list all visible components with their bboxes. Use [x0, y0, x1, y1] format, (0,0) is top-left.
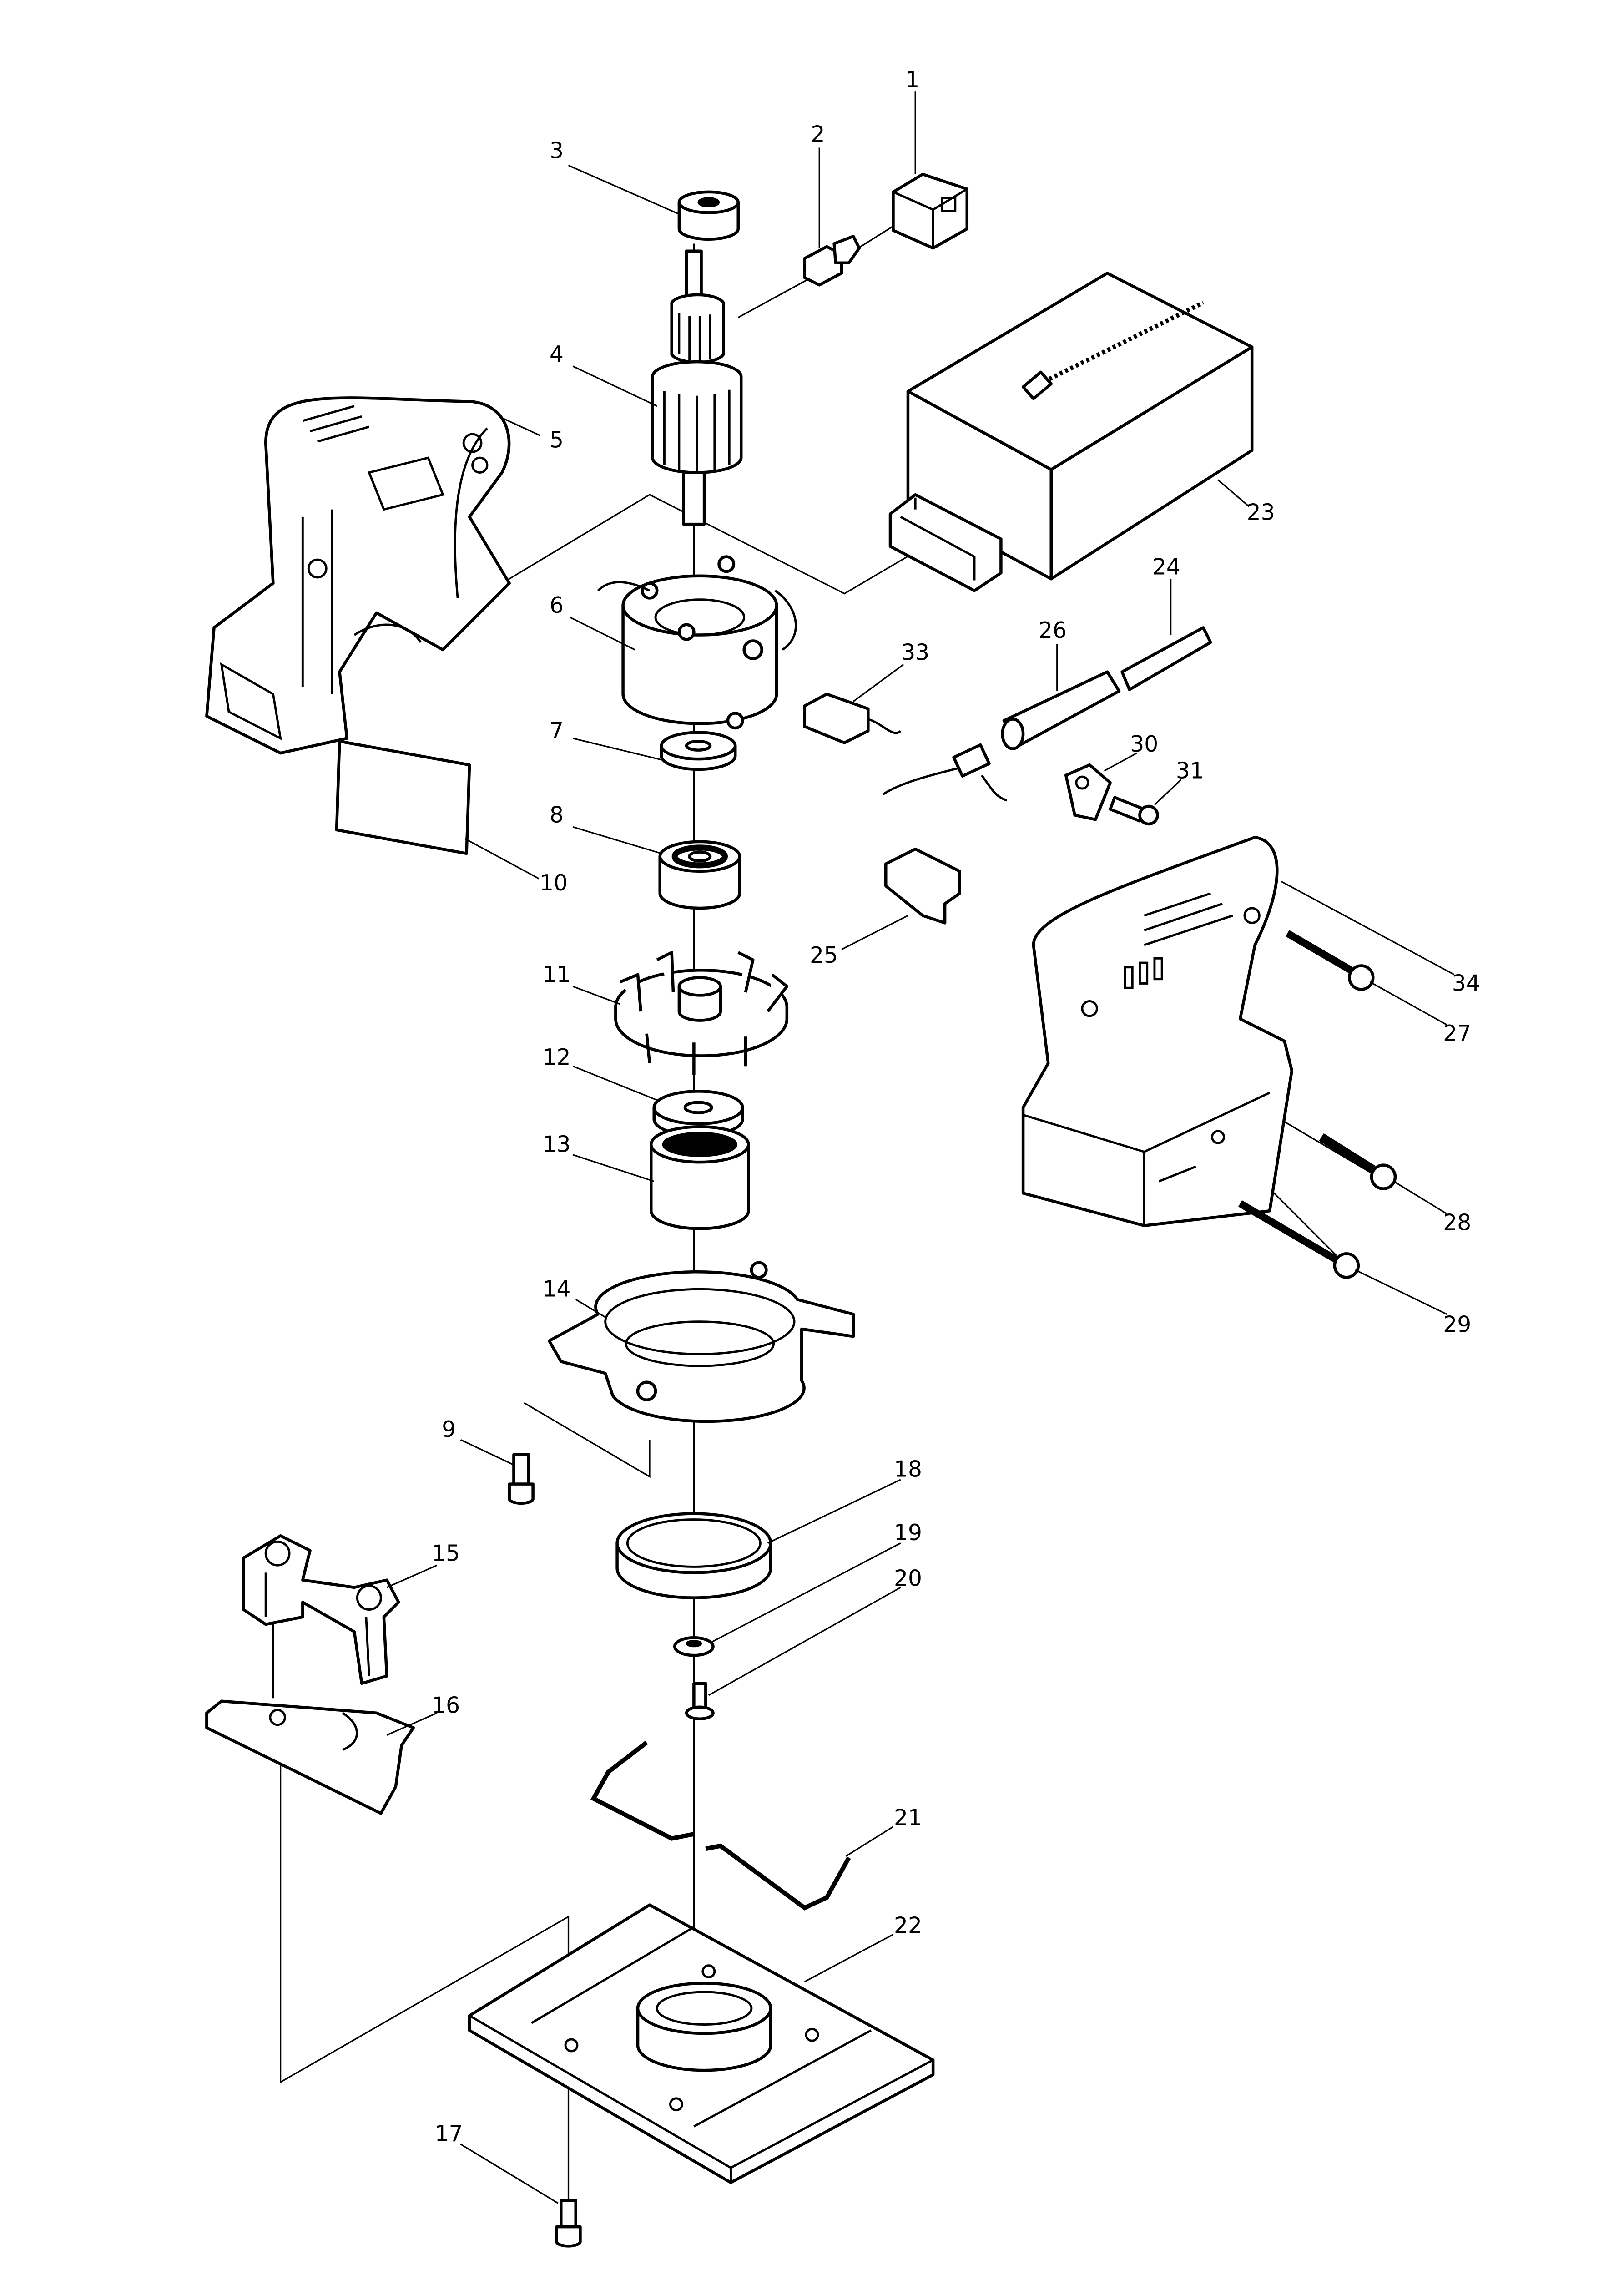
part-15-bracket: [242, 1534, 400, 1685]
callout-leaders: [386, 91, 1455, 2204]
callout-6: 6: [550, 593, 564, 618]
callout-19: 19: [894, 1520, 922, 1546]
callout-13: 13: [543, 1132, 571, 1157]
callout-17: 17: [435, 2121, 463, 2147]
callout-20: 20: [894, 1566, 922, 1592]
callout-22: 22: [894, 1913, 922, 1938]
callout-33: 33: [901, 640, 929, 666]
part-22-base-plate: [468, 1903, 935, 2184]
callout-11: 11: [543, 962, 571, 987]
part-18-ring: [615, 1512, 772, 1599]
part-16-plate: [205, 1699, 415, 1815]
part-13-bearing-rubber: [650, 1125, 750, 1230]
callout-34: 34: [1452, 971, 1480, 996]
callout-28: 28: [1443, 1210, 1471, 1235]
callout-23: 23: [1247, 500, 1275, 525]
part-4-armature: [651, 249, 743, 526]
callout-26: 26: [1039, 618, 1067, 643]
part-27-screw: [1285, 930, 1375, 991]
part-29-screw: [1238, 1200, 1360, 1279]
callout-29: 29: [1443, 1312, 1471, 1337]
part-33-noise-suppressor: [803, 693, 902, 744]
callout-30: 30: [1130, 732, 1158, 757]
callout-18: 18: [894, 1456, 922, 1482]
part-26-cord-guard: [882, 670, 1121, 802]
callout-9: 9: [442, 1417, 456, 1442]
callout-15: 15: [432, 1541, 460, 1566]
part-3-bearing: [677, 190, 740, 241]
callout-2: 2: [811, 122, 825, 147]
callout-8: 8: [550, 803, 564, 828]
part-24-power-cord: [1120, 626, 1212, 691]
callout-21: 21: [894, 1805, 922, 1830]
callout-27: 27: [1443, 1021, 1471, 1046]
part-9-screw: [508, 1453, 535, 1505]
part-19-washer: [673, 1636, 715, 1657]
part-6-field: [597, 555, 797, 730]
callout-31: 31: [1176, 758, 1204, 784]
callout-5: 5: [550, 427, 564, 453]
callout-1: 1: [905, 67, 919, 92]
part-20-screw: [685, 1682, 715, 1720]
part-31-screw: [1109, 796, 1159, 826]
callout-labels: 1 2 3 4 5 6 7 8 9 10 11 12 13 14 15 16 1…: [432, 67, 1480, 2146]
callout-4: 4: [550, 342, 564, 367]
part-21-wire-spring: [590, 1740, 851, 1911]
part-11-fan: [614, 951, 789, 1075]
part-25-switch-clip: [884, 847, 961, 925]
part-17-screw: [555, 2199, 582, 2248]
part-30-strain-relief: [1064, 763, 1112, 821]
callout-24: 24: [1152, 554, 1180, 580]
callout-10: 10: [540, 870, 568, 896]
part-7-washer: [660, 731, 737, 771]
part-10-label-plate: [335, 739, 471, 855]
part-1-brush-holder-cap: [892, 172, 969, 250]
part-23-tool-case: [888, 272, 1254, 592]
callout-7: 7: [550, 718, 564, 744]
part-8-bearing: [658, 840, 741, 910]
callout-14: 14: [543, 1277, 571, 1302]
part-34-handle-housing: [1021, 835, 1294, 1227]
part-2-carbon-brush: [803, 235, 861, 287]
callout-16: 16: [432, 1693, 460, 1719]
part-14-bearing-box: [548, 1261, 855, 1423]
callout-25: 25: [810, 943, 838, 968]
callout-3: 3: [550, 138, 564, 163]
callout-12: 12: [543, 1045, 571, 1070]
part-5-motor-housing: [205, 396, 511, 755]
part-28-screw: [1319, 1133, 1397, 1190]
